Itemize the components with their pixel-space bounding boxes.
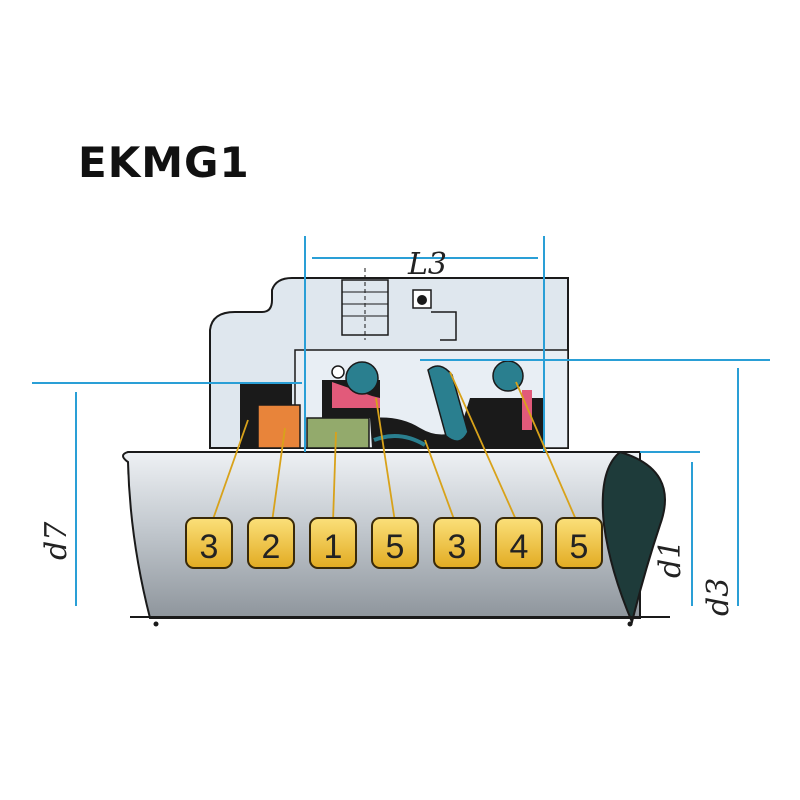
stationary-parts xyxy=(240,382,370,449)
callout-box xyxy=(495,517,543,569)
small-o-ring xyxy=(417,295,427,305)
callout-box xyxy=(247,517,295,569)
callout-label: 3 xyxy=(448,528,467,566)
stationary-seat xyxy=(257,404,301,449)
rotating-face xyxy=(306,417,370,449)
callout-label: 1 xyxy=(324,528,343,566)
dimension-label-l3: L3 xyxy=(407,247,447,282)
callout-box xyxy=(555,517,603,569)
o-ring-1 xyxy=(345,361,379,395)
callout-box xyxy=(371,517,419,569)
spring xyxy=(427,365,469,442)
dimension-lines xyxy=(32,236,770,606)
callout-label: 5 xyxy=(386,528,405,566)
callout-group: 3 2 1 5 3 4 5 xyxy=(185,517,603,569)
callout-box xyxy=(309,517,357,569)
callout-box xyxy=(433,517,481,569)
callout-label: 3 xyxy=(200,528,219,566)
shaft-end-section xyxy=(601,450,666,626)
callout-label: 2 xyxy=(262,528,281,566)
callout-box xyxy=(185,517,233,569)
leader-lines xyxy=(211,371,578,523)
callout-label: 5 xyxy=(570,528,589,566)
dimension-label-d1: d1 xyxy=(653,540,688,578)
dimension-label-d3: d3 xyxy=(701,578,736,616)
dimension-label-d7: d7 xyxy=(39,521,74,560)
product-title: EKMG1 xyxy=(78,138,250,187)
callout-label: 4 xyxy=(510,528,529,566)
